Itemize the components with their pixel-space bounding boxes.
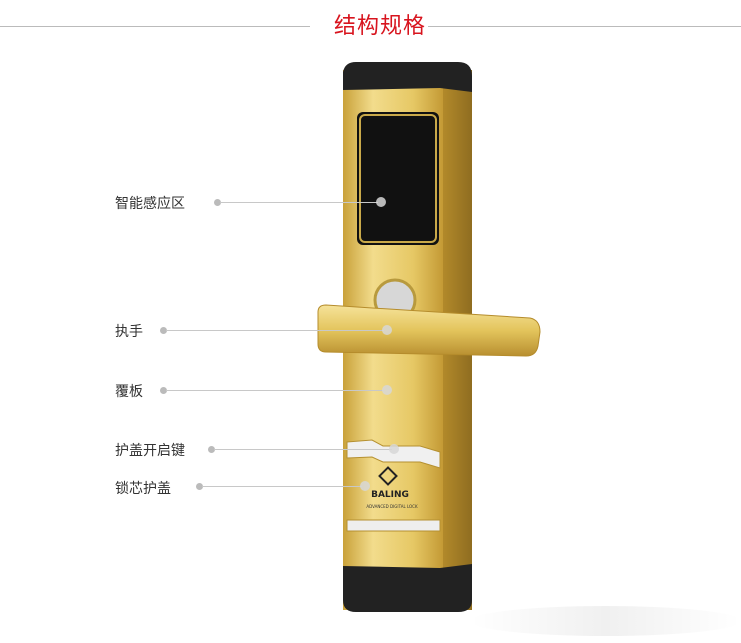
leader-dot <box>160 387 167 394</box>
label-handle: 执手 <box>115 324 143 340</box>
pointer-dot <box>360 481 370 491</box>
pointer-dot <box>389 444 399 454</box>
section-title: 结构规格 <box>333 14 426 39</box>
leader-line <box>166 330 384 331</box>
leader-line <box>202 486 362 487</box>
leader-dot <box>196 483 203 490</box>
leader-line <box>214 449 392 450</box>
label-cover-plate: 覆板 <box>115 384 143 400</box>
title-rule-left <box>0 26 310 27</box>
label-cylinder-cover: 锁芯护盖 <box>115 481 171 497</box>
handle <box>317 304 541 357</box>
leader-dot <box>160 327 167 334</box>
bottom-strip <box>346 519 441 532</box>
label-cover-release-key: 护盖开启键 <box>115 443 185 459</box>
leader-dot <box>214 199 221 206</box>
floor-shadow <box>470 606 741 636</box>
card-reader <box>357 112 439 245</box>
leader-dot <box>208 446 215 453</box>
leader-line <box>166 390 384 391</box>
brand-name: BALING <box>371 490 409 500</box>
leader-line <box>220 202 378 203</box>
pointer-dot <box>382 325 392 335</box>
brand-logo-icon <box>378 466 398 486</box>
bottom-cap <box>343 564 472 612</box>
pointer-dot <box>376 197 386 207</box>
title-rule-right <box>428 26 741 27</box>
brand-tagline: ADVANCED DIGITAL LOCK <box>366 504 418 509</box>
label-sensor-area: 智能感应区 <box>115 196 185 212</box>
cover-button <box>346 439 441 469</box>
top-cap <box>343 62 472 92</box>
pointer-dot <box>382 385 392 395</box>
